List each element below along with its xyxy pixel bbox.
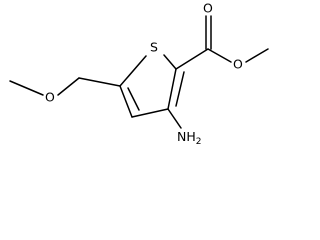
amine-label: NH2 (177, 129, 201, 147)
bond-c2-c3-outer (167, 68, 177, 110)
bond-c3-c4 (131, 108, 169, 118)
bond-ester-o-methyl (245, 48, 269, 63)
bond-s-c5 (119, 55, 147, 87)
bond-c5-ch2 (78, 77, 121, 87)
bond-s-c2 (163, 54, 177, 70)
bond-c4-c5-outer (119, 85, 133, 118)
bond-o-methyl (9, 80, 44, 96)
bond-c3-n (167, 108, 182, 129)
sulfur-label: S (150, 40, 158, 55)
ester-oxygen-label: O (233, 57, 243, 72)
amine-label-main: NH (177, 129, 196, 144)
bond-ch2-o (57, 77, 80, 96)
bond-c2-carbonyl (175, 48, 209, 70)
ether-oxygen-label: O (45, 90, 55, 105)
chemical-structure: S O O O NH2 (9, 1, 269, 147)
bond-c4-c5-inner (127, 87, 140, 111)
amine-label-subscript: 2 (196, 137, 202, 147)
bond-carbonyl-ester-o (207, 48, 232, 63)
carbonyl-oxygen-label: O (203, 1, 213, 16)
bond-c2-c3-inner (175, 71, 185, 107)
